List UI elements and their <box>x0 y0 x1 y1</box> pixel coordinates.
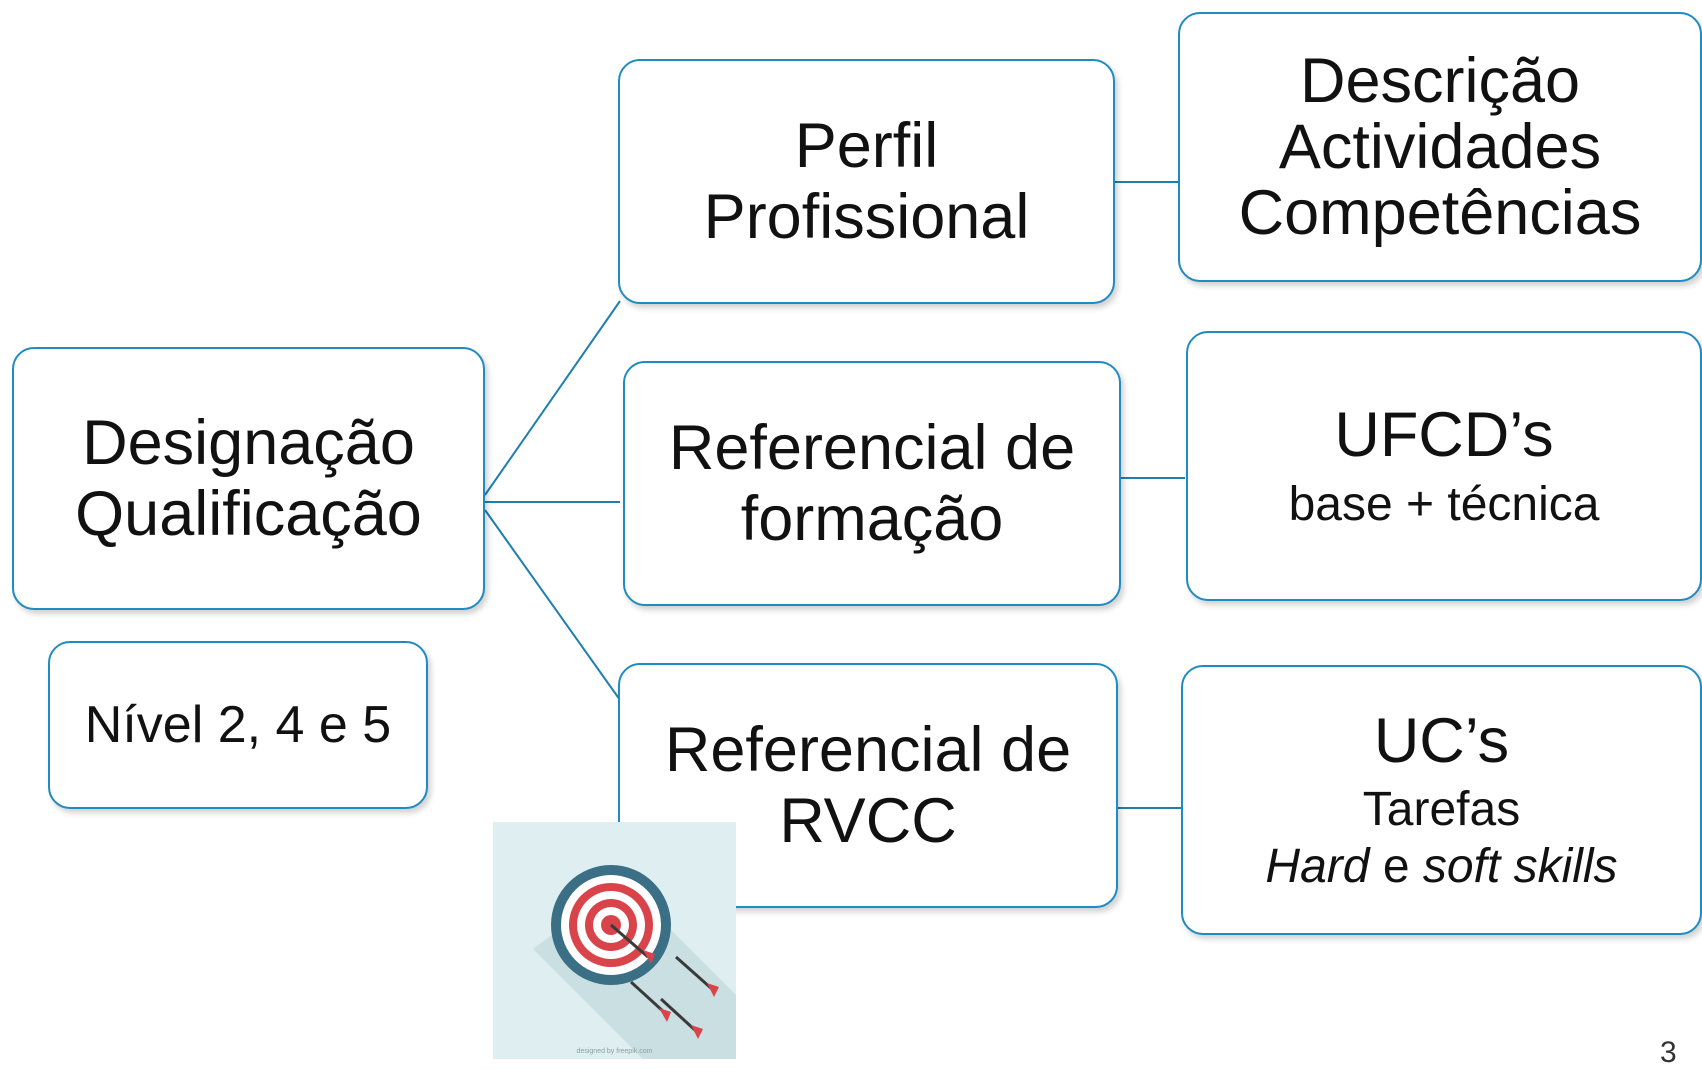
detail-3-line-2: Tarefas <box>1362 782 1521 836</box>
branch-referencial-rvcc: Referencial de RVCC <box>618 663 1118 908</box>
branch-perfil-profissional: Perfil Profissional <box>618 59 1115 304</box>
root-line-2: Qualificação <box>75 478 422 549</box>
root-line-1: Designação <box>82 407 415 478</box>
branch-1-line-1: Perfil <box>794 110 939 181</box>
branch-2-line-2: formação <box>740 483 1004 554</box>
branch-3-line-1: Referencial de <box>664 714 1072 785</box>
level-text: Nível 2, 4 e 5 <box>84 695 392 754</box>
detail-descricao: Descrição Actividades Competências <box>1178 12 1702 282</box>
detail-ufcd: UFCD’s base + técnica <box>1186 331 1702 601</box>
branch-3-line-2: RVCC <box>779 785 957 856</box>
image-credit: designed by freepik.com <box>576 1048 653 1055</box>
target-illustration: designed by freepik.com <box>493 822 736 1059</box>
branch-referencial-formacao: Referencial de formação <box>623 361 1121 606</box>
detail-1-line-2: Actividades <box>1278 111 1602 182</box>
detail-1-line-1: Descrição <box>1299 45 1581 116</box>
root-node-designacao: Designação Qualificação <box>12 347 485 610</box>
detail-1-line-3: Competências <box>1238 178 1642 249</box>
branch-2-line-1: Referencial de <box>668 412 1076 483</box>
detail-uc: UC’s Tarefas Hard e soft skills <box>1181 665 1702 935</box>
detail-2-line-1: UFCD’s <box>1334 399 1554 470</box>
level-node: Nível 2, 4 e 5 <box>48 641 428 809</box>
and-text: e <box>1382 840 1410 894</box>
hard-text: Hard <box>1265 840 1370 894</box>
page-number: 3 <box>1660 1036 1677 1069</box>
branch-1-line-2: Profissional <box>703 181 1030 252</box>
soft-skills-text: soft skills <box>1422 840 1618 894</box>
detail-3-line-3: Hard e soft skills <box>1265 840 1617 894</box>
detail-3-line-1: UC’s <box>1373 705 1510 776</box>
detail-2-line-2: base + técnica <box>1288 478 1600 532</box>
target-with-arrows-icon <box>533 865 736 1059</box>
